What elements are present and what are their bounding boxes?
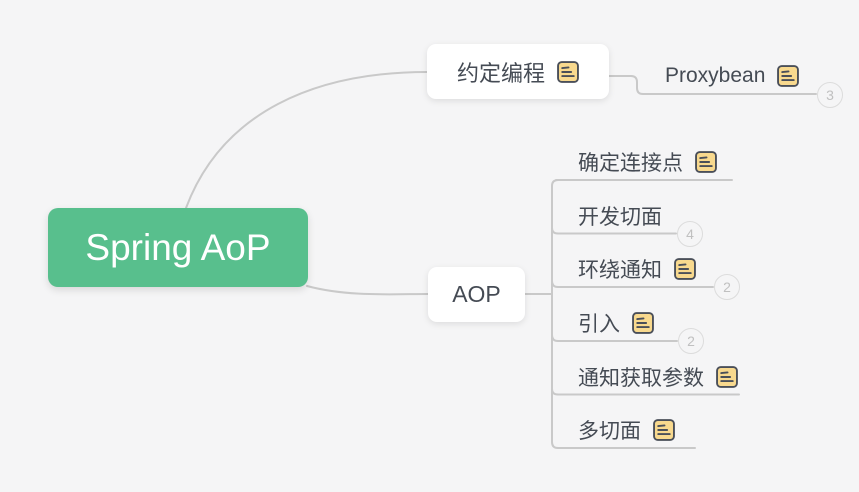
- topic-label: Proxybean: [665, 64, 766, 87]
- topic-label: 通知获取参数: [578, 367, 704, 390]
- note-icon[interactable]: [674, 258, 696, 280]
- topic-label: 环绕通知: [578, 259, 662, 282]
- topic-convention-programming[interactable]: 约定编程: [427, 44, 609, 99]
- root-topic-label: Spring AoP: [85, 226, 271, 268]
- note-icon[interactable]: [695, 151, 717, 173]
- topic-label: 确定连接点: [578, 152, 683, 175]
- note-icon[interactable]: [777, 65, 800, 87]
- collapsed-count-badge[interactable]: 4: [677, 221, 703, 247]
- topic-proxybean[interactable]: Proxybean: [665, 62, 800, 90]
- note-icon[interactable]: [653, 419, 675, 441]
- collapsed-count-badge[interactable]: 2: [714, 274, 740, 300]
- trunk-aop-children: [551, 179, 559, 449]
- note-icon[interactable]: [632, 312, 654, 334]
- topic-around-advice[interactable]: 环绕通知: [578, 255, 696, 283]
- edge-root-to-aop: [306, 285, 429, 296]
- collapsed-count-badge[interactable]: 3: [817, 82, 843, 108]
- topic-label: 约定编程: [456, 60, 545, 86]
- collapsed-count-badge[interactable]: 2: [678, 328, 704, 354]
- topic-develop-aspect[interactable]: 开发切面: [578, 202, 662, 230]
- topic-multiple-aspects[interactable]: 多切面: [578, 416, 675, 444]
- note-icon[interactable]: [557, 60, 579, 83]
- root-topic-spring-aop[interactable]: Spring AoP: [48, 208, 308, 287]
- edge-root-to-convention: [185, 71, 428, 209]
- topic-label: 多切面: [578, 420, 641, 443]
- topic-label: AOP: [452, 281, 501, 307]
- note-icon[interactable]: [716, 366, 738, 388]
- topic-advice-get-params[interactable]: 通知获取参数: [578, 363, 738, 391]
- topic-label: 引入: [578, 313, 620, 336]
- topic-label: 开发切面: [578, 206, 662, 229]
- topic-introduction[interactable]: 引入: [578, 309, 654, 337]
- topic-determine-joinpoint[interactable]: 确定连接点: [578, 148, 717, 176]
- topic-aop[interactable]: AOP: [428, 267, 525, 322]
